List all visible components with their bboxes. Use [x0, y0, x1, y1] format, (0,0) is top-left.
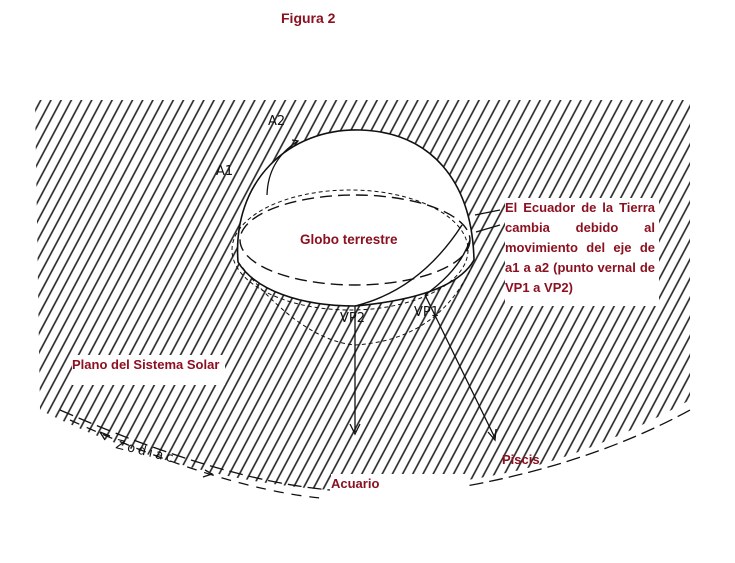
- vp1-label: VP1: [414, 305, 439, 320]
- a1-label: A1: [216, 164, 233, 179]
- equator-note: El Ecuador de la Tierra cambia debido al…: [505, 198, 659, 306]
- vp2-label: VP2: [340, 311, 365, 326]
- a2-label: A2: [268, 114, 285, 129]
- globe-label: Globo terrestre: [300, 232, 398, 247]
- plane-label: Plano del Sistema Solar: [72, 355, 226, 385]
- arrows: [59, 139, 691, 499]
- acuario-label: Acuario: [331, 474, 470, 504]
- figure-title: Figura 2: [281, 10, 336, 26]
- piscis-label: Piscis: [502, 452, 540, 467]
